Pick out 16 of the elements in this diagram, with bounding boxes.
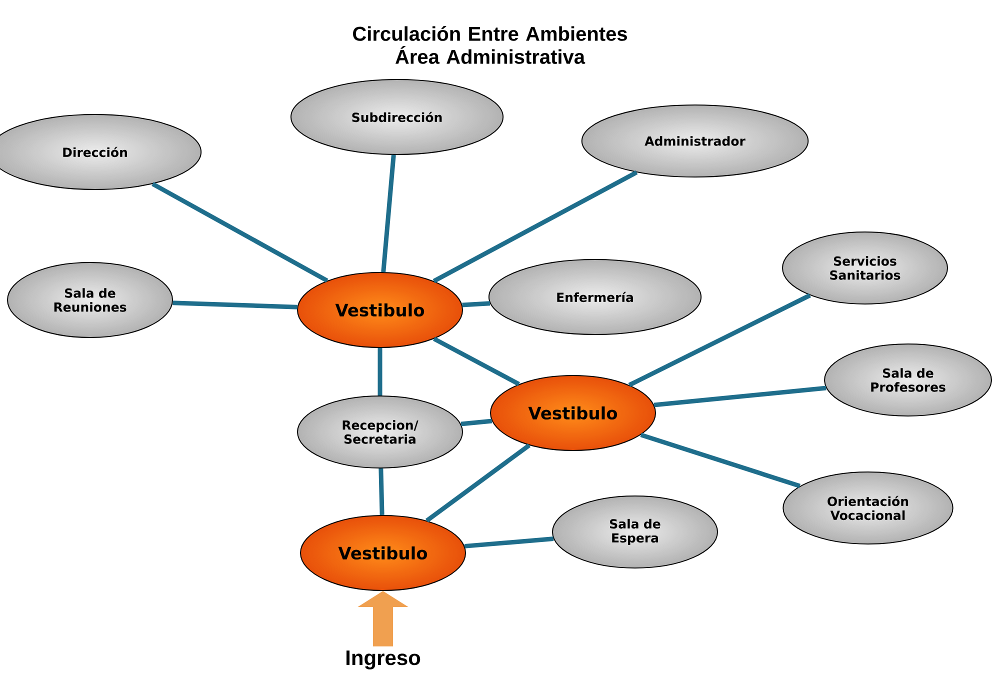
connector-line [378, 468, 384, 516]
connector-line [432, 336, 520, 386]
entrance-label: Ingreso [346, 650, 420, 670]
connector-line [460, 418, 492, 426]
title: Circulación Entre Ambientes Área Administrativa [353, 26, 627, 64]
connector-line [432, 170, 638, 284]
connector-line [378, 348, 382, 396]
connector-line [172, 300, 298, 310]
connector-line [628, 293, 811, 388]
connector-line [462, 301, 490, 308]
connector-line [654, 386, 826, 408]
connector-line [640, 432, 801, 488]
connector-line [152, 182, 328, 283]
connector-line [464, 536, 554, 548]
connector-line [381, 154, 396, 272]
connector-line [425, 443, 531, 523]
